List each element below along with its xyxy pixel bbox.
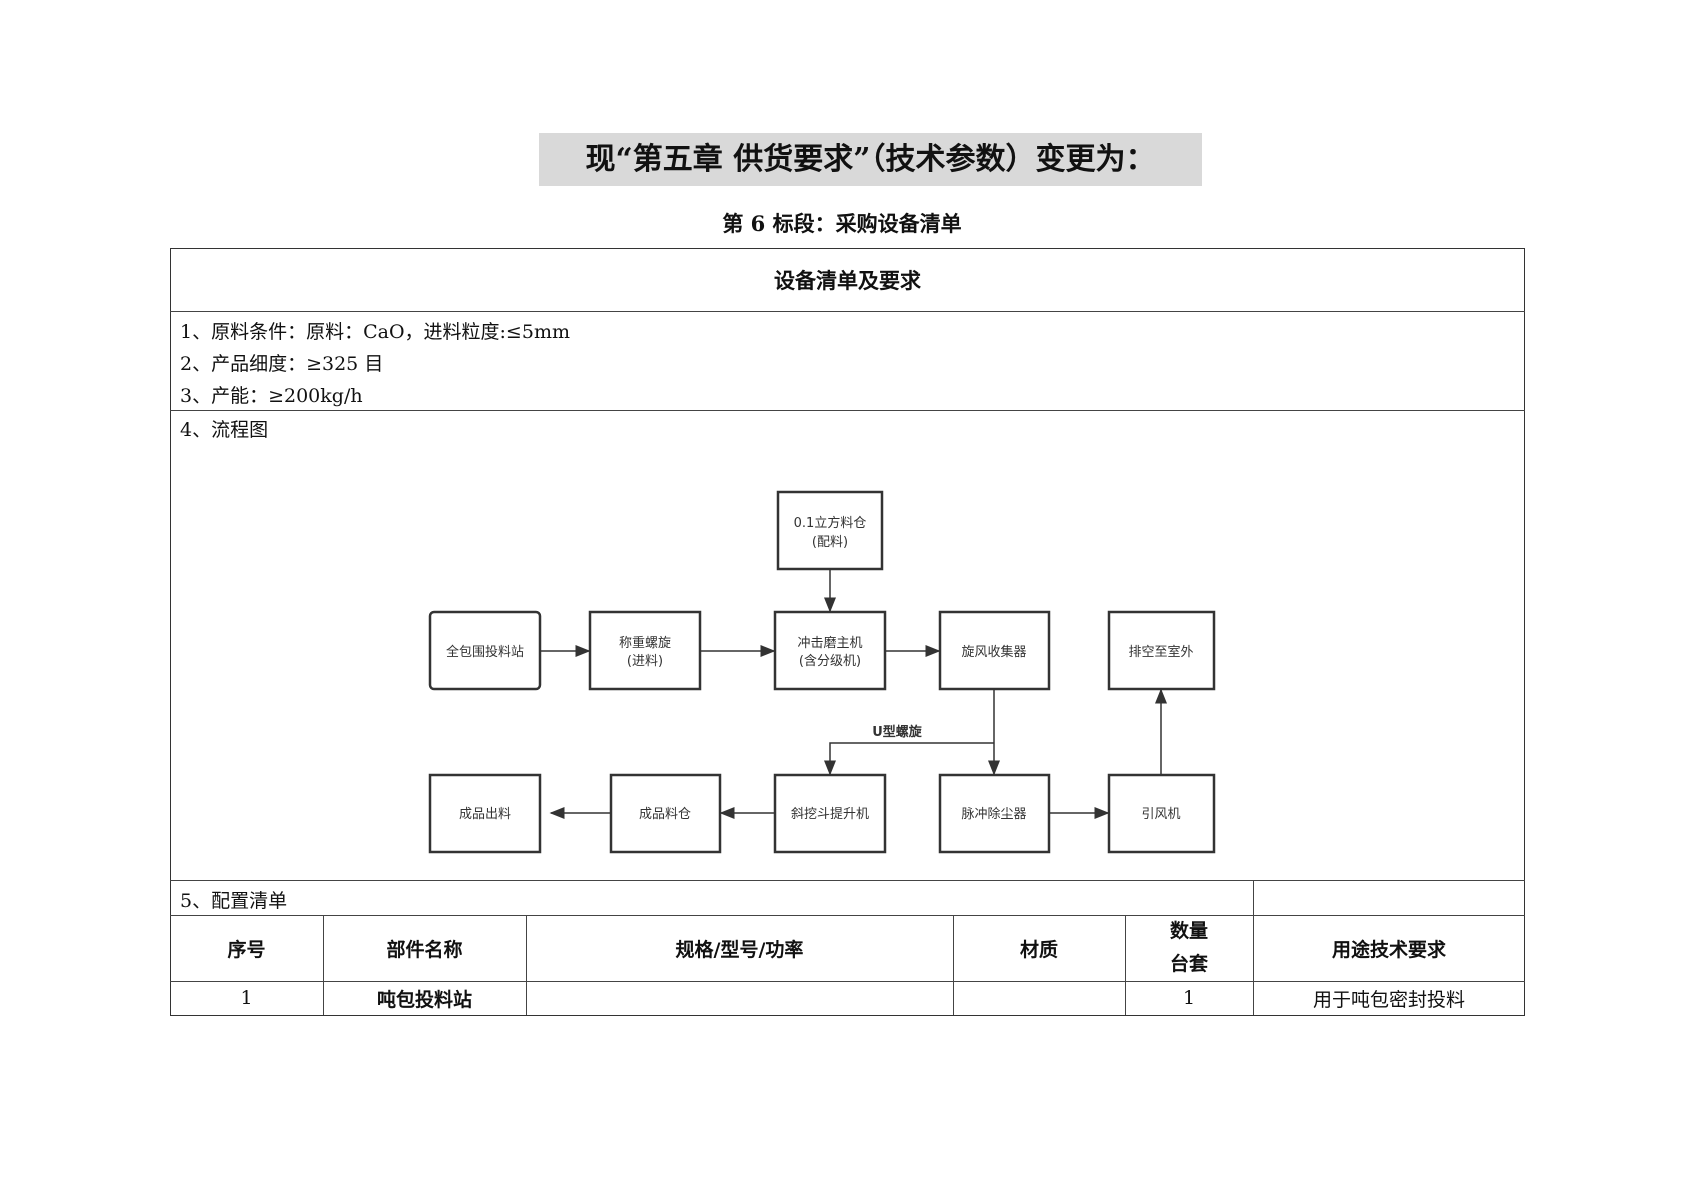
dust-box	[938, 773, 1051, 854]
arrow	[824, 742, 994, 776]
qty-line-2: 台套	[1169, 953, 1208, 975]
divider	[170, 915, 1525, 916]
col-header-material: 材质	[1019, 938, 1058, 961]
exhaust-label: 排空至室外	[1128, 644, 1193, 660]
mill-sub: (含分级机)	[799, 653, 861, 669]
output-label: 成品出料	[459, 807, 511, 822]
weigh-screw-box	[588, 610, 702, 691]
output-box	[428, 773, 542, 854]
col-header-name: 部件名称	[386, 938, 463, 961]
mill-box	[773, 610, 887, 691]
product-silo-box	[609, 773, 722, 854]
section-subtitle: 第 6 标段：采购设备清单	[722, 211, 962, 236]
col-header-spec: 规格/型号/功率	[675, 938, 804, 961]
cell-qty: 1	[1182, 987, 1196, 1009]
dust-label: 脉冲除尘器	[961, 807, 1026, 822]
cell-name: 吨包投料站	[376, 988, 472, 1011]
divider	[526, 915, 527, 1015]
col-header-no: 序号	[227, 938, 266, 961]
cell-material	[953, 981, 1125, 1015]
page-title: 现“第五章 供货要求”（技术参数）变更为：	[539, 133, 1202, 186]
requirement-1: 1、原料条件：原料：CaO，进料粒度:≤5mm	[180, 321, 570, 343]
divider	[323, 915, 324, 1015]
col-header-usage: 用途技术要求	[1331, 938, 1446, 961]
station-label: 全包围投料站	[446, 644, 524, 660]
config-label: 5、配置清单	[180, 890, 288, 912]
divider	[170, 981, 1525, 982]
cyclone-label: 旋风收集器	[961, 644, 1026, 660]
divider	[1125, 915, 1126, 1015]
product-silo-label: 成品料仓	[639, 807, 691, 822]
divider	[170, 880, 1525, 881]
u-screw-label: U型螺旋	[872, 724, 923, 740]
divider	[170, 311, 1525, 312]
cell-no: 1	[240, 987, 253, 1009]
equipment-table	[170, 248, 1525, 1016]
silo-label: 0.1立方料仓	[794, 515, 867, 531]
divider	[953, 915, 954, 1015]
silo-sub: (配料)	[812, 535, 848, 550]
requirement-2: 2、产品细度：≥325 目	[180, 353, 384, 375]
fan-box	[1107, 773, 1216, 854]
col-header-qty: 数量 台套	[1125, 915, 1253, 981]
qty-line-1: 数量	[1169, 920, 1208, 942]
cell-usage: 用于吨包密封投料	[1312, 988, 1465, 1011]
weigh-sub: (进料)	[627, 654, 663, 669]
elevator-label: 斜挖斗提升机	[791, 806, 869, 822]
flowchart-label: 4、流程图	[180, 419, 269, 441]
fan-label: 引风机	[1141, 807, 1180, 822]
weigh-label: 称重螺旋	[619, 635, 671, 651]
cell-spec	[526, 981, 953, 1015]
divider	[1253, 880, 1254, 1015]
requirement-3: 3、产能：≥200kg/h	[180, 385, 363, 407]
divider	[170, 410, 1525, 411]
mill-label: 冲击磨主机	[797, 636, 862, 651]
elevator-box	[773, 773, 887, 854]
table-header: 设备清单及要求	[774, 267, 921, 293]
